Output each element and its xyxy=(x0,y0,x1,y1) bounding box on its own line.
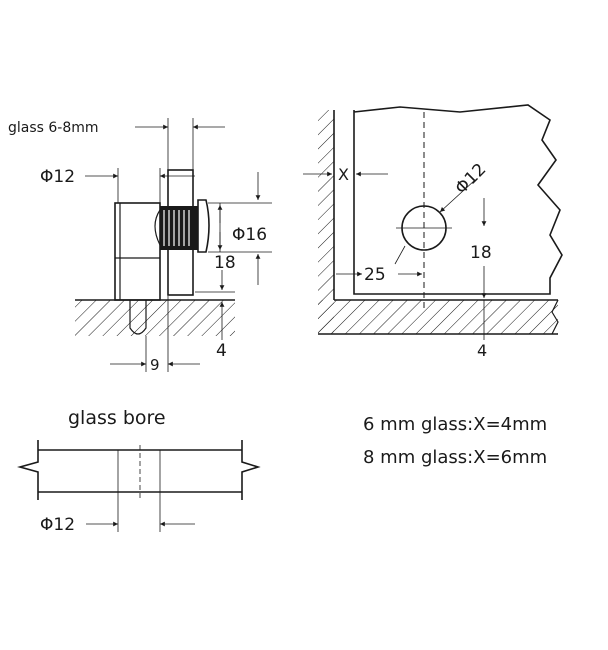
dim4-left-label: 4 xyxy=(216,341,227,361)
dim18-right-label: 18 xyxy=(470,243,492,263)
hinge-body xyxy=(114,202,161,301)
dim18-left-label: 18 xyxy=(214,253,236,273)
side-view: glass 6-8mm Φ12 Φ16 18 4 9 xyxy=(8,118,272,374)
hinge-curve xyxy=(154,209,161,246)
wall-hatch xyxy=(318,110,334,334)
dia12-bore-label: Φ12 xyxy=(40,515,75,535)
dim9-label: 9 xyxy=(150,356,160,374)
cap-nut xyxy=(197,199,210,253)
glass-bore-title: glass bore xyxy=(68,407,166,429)
floor-pin xyxy=(129,300,147,335)
dim25-label: 25 xyxy=(364,265,386,285)
note-8mm: 8 mm glass:X=6mm xyxy=(363,447,547,468)
x-mark-label: X xyxy=(338,165,349,184)
glass-front-outline xyxy=(353,104,563,295)
glass-bore-view: glass bore Φ12 xyxy=(17,407,261,535)
dia16-label: Φ16 xyxy=(232,225,267,245)
notes: 6 mm glass:X=4mm 8 mm glass:X=6mm xyxy=(363,414,547,468)
dia12-right-label: Φ12 xyxy=(451,160,490,199)
dim4-right-label: 4 xyxy=(477,341,487,360)
glass-thickness-label: glass 6-8mm xyxy=(8,120,99,136)
floor-hatch xyxy=(75,300,235,336)
dia12-left-label: Φ12 xyxy=(40,167,75,187)
floor-hatch-right xyxy=(318,300,558,334)
note-6mm: 6 mm glass:X=4mm xyxy=(363,414,547,435)
front-view: Φ12 X 25 18 4 xyxy=(303,104,563,360)
